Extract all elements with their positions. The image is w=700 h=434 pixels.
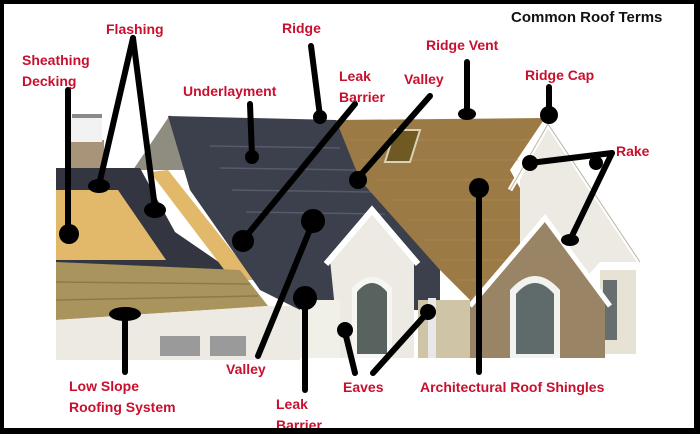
label-ridge: Ridge <box>282 20 321 36</box>
label-rake: Rake <box>616 143 650 159</box>
label-leak-barrier-top: Leak Barrier <box>339 68 385 105</box>
label-valley-top: Valley <box>404 71 444 87</box>
underlayment-pointer <box>247 101 255 159</box>
label-ridge-cap: Ridge Cap <box>525 67 595 83</box>
pointer-lines <box>59 35 615 393</box>
low-slope-roof <box>56 262 268 320</box>
eaves-pointer-right <box>370 309 431 376</box>
diagram-title: Common Roof Terms <box>511 9 663 26</box>
house-illustration <box>55 114 643 360</box>
label-architectural-roof-shingles: Architectural Roof Shingles <box>420 379 605 395</box>
label-leak-barrier-bottom: Leak Barrier <box>276 396 322 428</box>
label-valley-bottom: Valley <box>226 361 266 377</box>
ridge-pointer <box>308 43 323 119</box>
label-low-slope-roofing-system: Low Slope Roofing System <box>69 378 176 415</box>
eaves-pointer-left <box>342 329 358 376</box>
flashing-pointer-left <box>96 35 136 188</box>
valley-top-pointer <box>355 93 433 181</box>
label-sheathing-decking: Sheathing Decking <box>22 52 90 89</box>
diagram-canvas: Common Roof Terms Flashing Ridge Sheathi… <box>4 4 694 428</box>
sheathing-decking-area <box>56 168 255 280</box>
label-eaves: Eaves <box>343 379 384 395</box>
pointer-dots <box>59 106 603 338</box>
flashing-pointer-right <box>130 35 158 211</box>
rake-pointer-lower <box>567 150 615 243</box>
rake-pointer-upper <box>527 150 615 166</box>
leak-barrier-top-pointer <box>240 101 358 243</box>
label-underlayment: Underlayment <box>183 83 277 99</box>
label-ridge-vent: Ridge Vent <box>426 37 499 53</box>
valley-bottom-pointer <box>255 219 316 359</box>
label-flashing: Flashing <box>106 21 164 37</box>
